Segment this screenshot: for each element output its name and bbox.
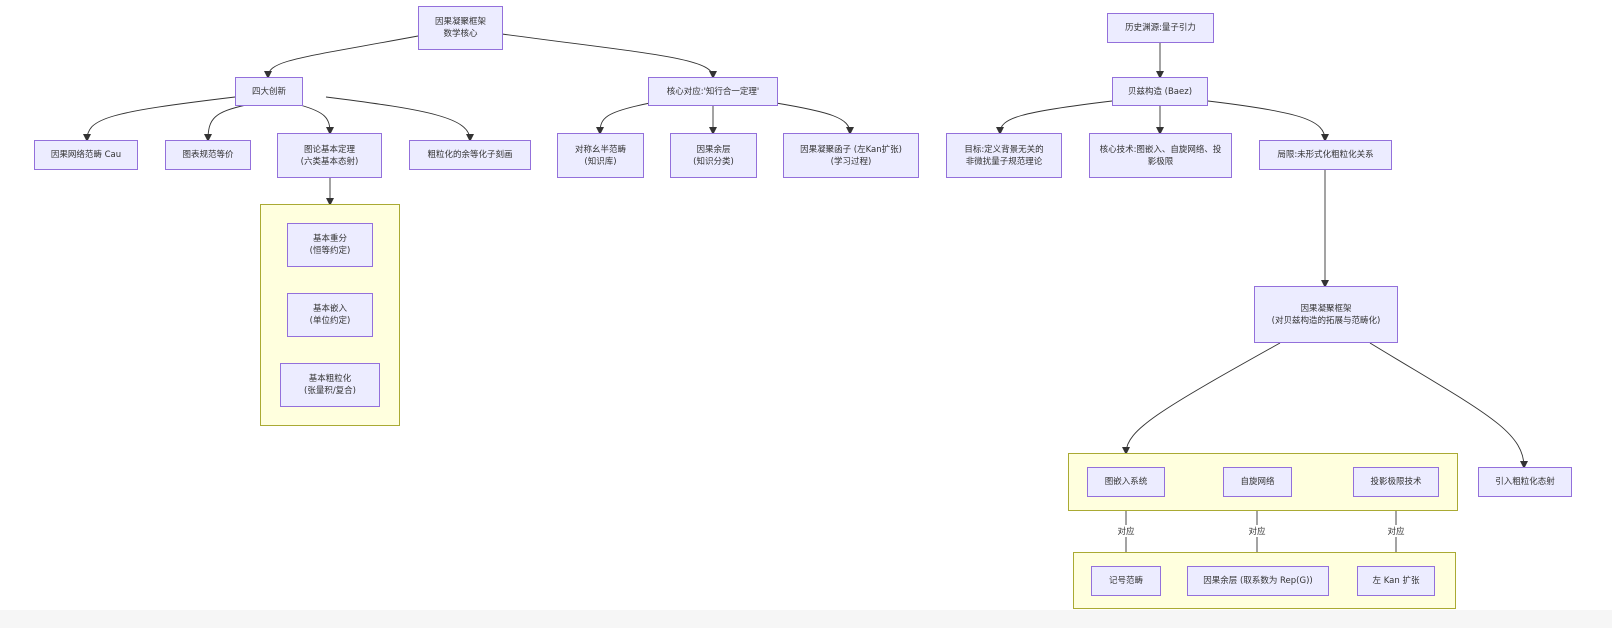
- edge-baez-goal: [996, 100, 1113, 135]
- edge-four-cau: [83, 96, 236, 142]
- node-history[interactable]: 历史渊源:量子引力: [1107, 13, 1214, 43]
- edge-label-correspond: 对应: [1246, 525, 1268, 537]
- edge-label-correspond: 对应: [1385, 525, 1407, 537]
- edge-four-coarseiso: [325, 96, 474, 142]
- edge-root-core: [501, 33, 717, 79]
- node-basic-embed[interactable]: 基本嵌入 (单位约定): [287, 293, 373, 337]
- node-baez[interactable]: 贝兹构造 (Baez): [1112, 77, 1208, 106]
- edge-core-sym: [596, 102, 651, 135]
- node-basic-rewrite[interactable]: 基本重分 (恒等约定): [287, 223, 373, 267]
- node-causal-functor[interactable]: 因果凝聚函子 (左Kan扩张) (学习过程): [783, 133, 919, 178]
- page-footer-band: [0, 610, 1612, 628]
- node-cosheaf-repg[interactable]: 因果余层 (取系数为 Rep(G)): [1187, 566, 1329, 596]
- node-basic-coarse[interactable]: 基本粗粒化 (张量积/复合): [280, 363, 380, 407]
- edge-four-graphthm: [299, 104, 334, 135]
- edge-label-correspond: 对应: [1115, 525, 1137, 537]
- node-graph-eq[interactable]: 图表规范等价: [165, 140, 251, 170]
- edge-root-four: [264, 35, 419, 79]
- node-causal-cosheaf[interactable]: 因果余层 (知识分类): [670, 133, 757, 178]
- node-cau[interactable]: 因果网络范畴 Cau: [34, 140, 138, 170]
- edge-core-functor: [775, 102, 854, 135]
- node-sign-category[interactable]: 记号范畴: [1091, 566, 1161, 596]
- node-coarse-iso[interactable]: 粗粒化的余等化子刻画: [409, 140, 531, 170]
- node-projective-limit[interactable]: 投影极限技术: [1353, 467, 1439, 497]
- node-spin-network[interactable]: 自旋网络: [1223, 467, 1292, 497]
- edge-causal2-intro: [1369, 342, 1528, 469]
- node-graph-theorem[interactable]: 图论基本定理 (六类基本态射): [277, 133, 382, 178]
- edge-four-grapheq: [204, 104, 247, 142]
- node-intro-coarse[interactable]: 引入粗粒化态射: [1478, 467, 1572, 497]
- edge-baez-limit: [1207, 100, 1329, 142]
- node-left-kan[interactable]: 左 Kan 扩张: [1357, 566, 1435, 596]
- node-limitation[interactable]: 局限:未形式化粗粒化关系: [1259, 140, 1392, 170]
- node-root[interactable]: 因果凝聚框架 数学核心: [418, 6, 503, 50]
- node-graph-embed-system[interactable]: 图嵌入系统: [1087, 467, 1165, 497]
- node-symmetric-monoidal[interactable]: 对称幺半范畴 (知识库): [557, 133, 644, 178]
- node-goal[interactable]: 目标:定义背景无关的 非微扰量子规范理论: [946, 133, 1062, 178]
- node-four-innovations[interactable]: 四大创新: [235, 77, 303, 106]
- node-causal-framework-2[interactable]: 因果凝聚框架 (对贝兹构造的拓展与范畴化): [1254, 286, 1398, 343]
- node-core-correspondence[interactable]: 核心对应:'知行合一定理': [648, 77, 778, 106]
- edge-causal2-sub: [1122, 342, 1281, 455]
- node-core-tech[interactable]: 核心技术:图嵌入、自旋网络、投 影极限: [1089, 133, 1232, 178]
